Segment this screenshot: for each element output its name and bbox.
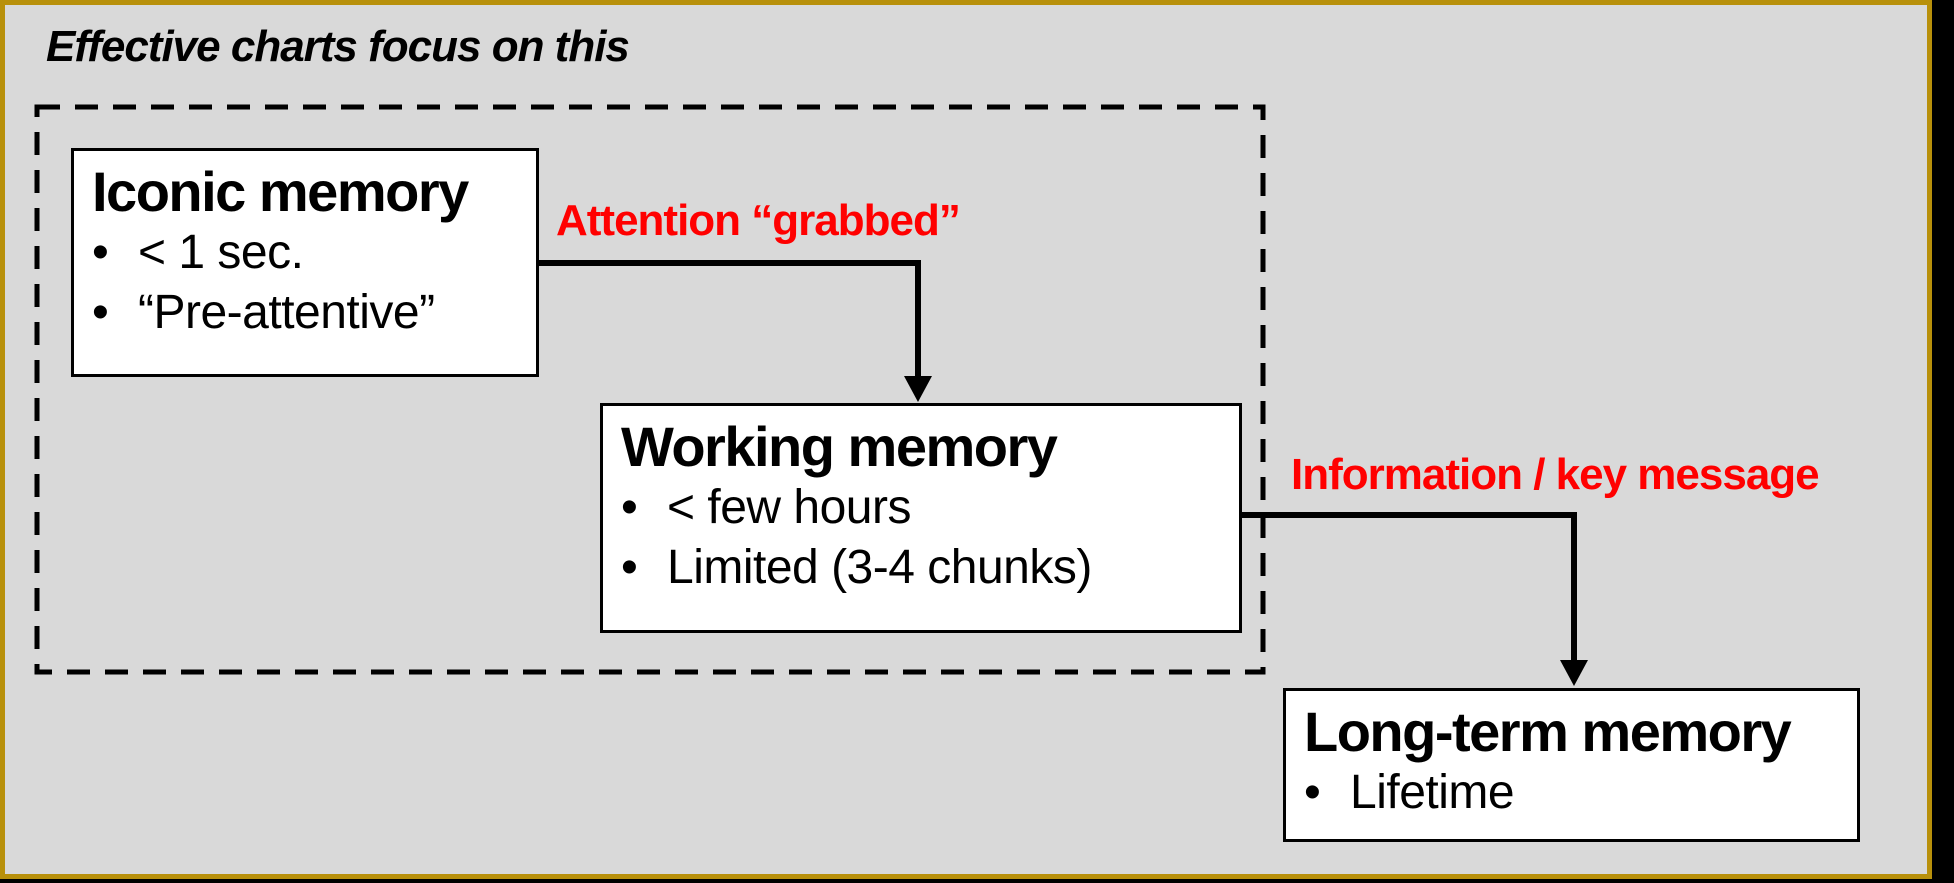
bullet-text: < few hours bbox=[667, 481, 911, 534]
bullet-item: • “Pre-attentive” bbox=[92, 283, 528, 343]
bullet-item: • Lifetime bbox=[1304, 763, 1849, 823]
iconic-memory-box: Iconic memory • < 1 sec. • “Pre-attentiv… bbox=[71, 148, 539, 377]
bullet-text: Limited (3-4 chunks) bbox=[667, 541, 1092, 594]
box-title: Iconic memory bbox=[92, 160, 469, 223]
dashed-focus-frame bbox=[34, 104, 1266, 675]
bullet-icon: • bbox=[1304, 766, 1321, 819]
bullet-icon: • bbox=[92, 286, 109, 339]
bullet-item: • < few hours bbox=[621, 478, 1231, 538]
bullet-item: • < 1 sec. bbox=[92, 223, 528, 283]
box-title: Working memory bbox=[621, 415, 1058, 478]
working-memory-box: Working memory • < few hours • Limited (… bbox=[600, 403, 1242, 633]
bullet-text: “Pre-attentive” bbox=[138, 286, 435, 339]
information-arrow-label: Information / key message bbox=[1291, 450, 1820, 499]
attention-arrowhead-down-icon bbox=[904, 376, 932, 402]
attention-arrow-line bbox=[539, 260, 921, 378]
bullet-icon: • bbox=[621, 541, 638, 594]
information-arrow-line bbox=[1242, 512, 1577, 662]
information-arrowhead-down-icon bbox=[1560, 660, 1588, 686]
bullet-icon: • bbox=[621, 481, 638, 534]
bullet-text: Lifetime bbox=[1350, 766, 1515, 819]
bullet-text: < 1 sec. bbox=[138, 226, 304, 279]
bullet-item: • Limited (3-4 chunks) bbox=[621, 538, 1231, 598]
long-term-memory-box: Long-term memory • Lifetime bbox=[1283, 688, 1860, 842]
attention-arrow-label: Attention “grabbed” bbox=[556, 196, 961, 245]
bullet-icon: • bbox=[92, 226, 109, 279]
box-title: Long-term memory bbox=[1304, 700, 1792, 763]
slide-title: Effective charts focus on this bbox=[46, 22, 630, 71]
